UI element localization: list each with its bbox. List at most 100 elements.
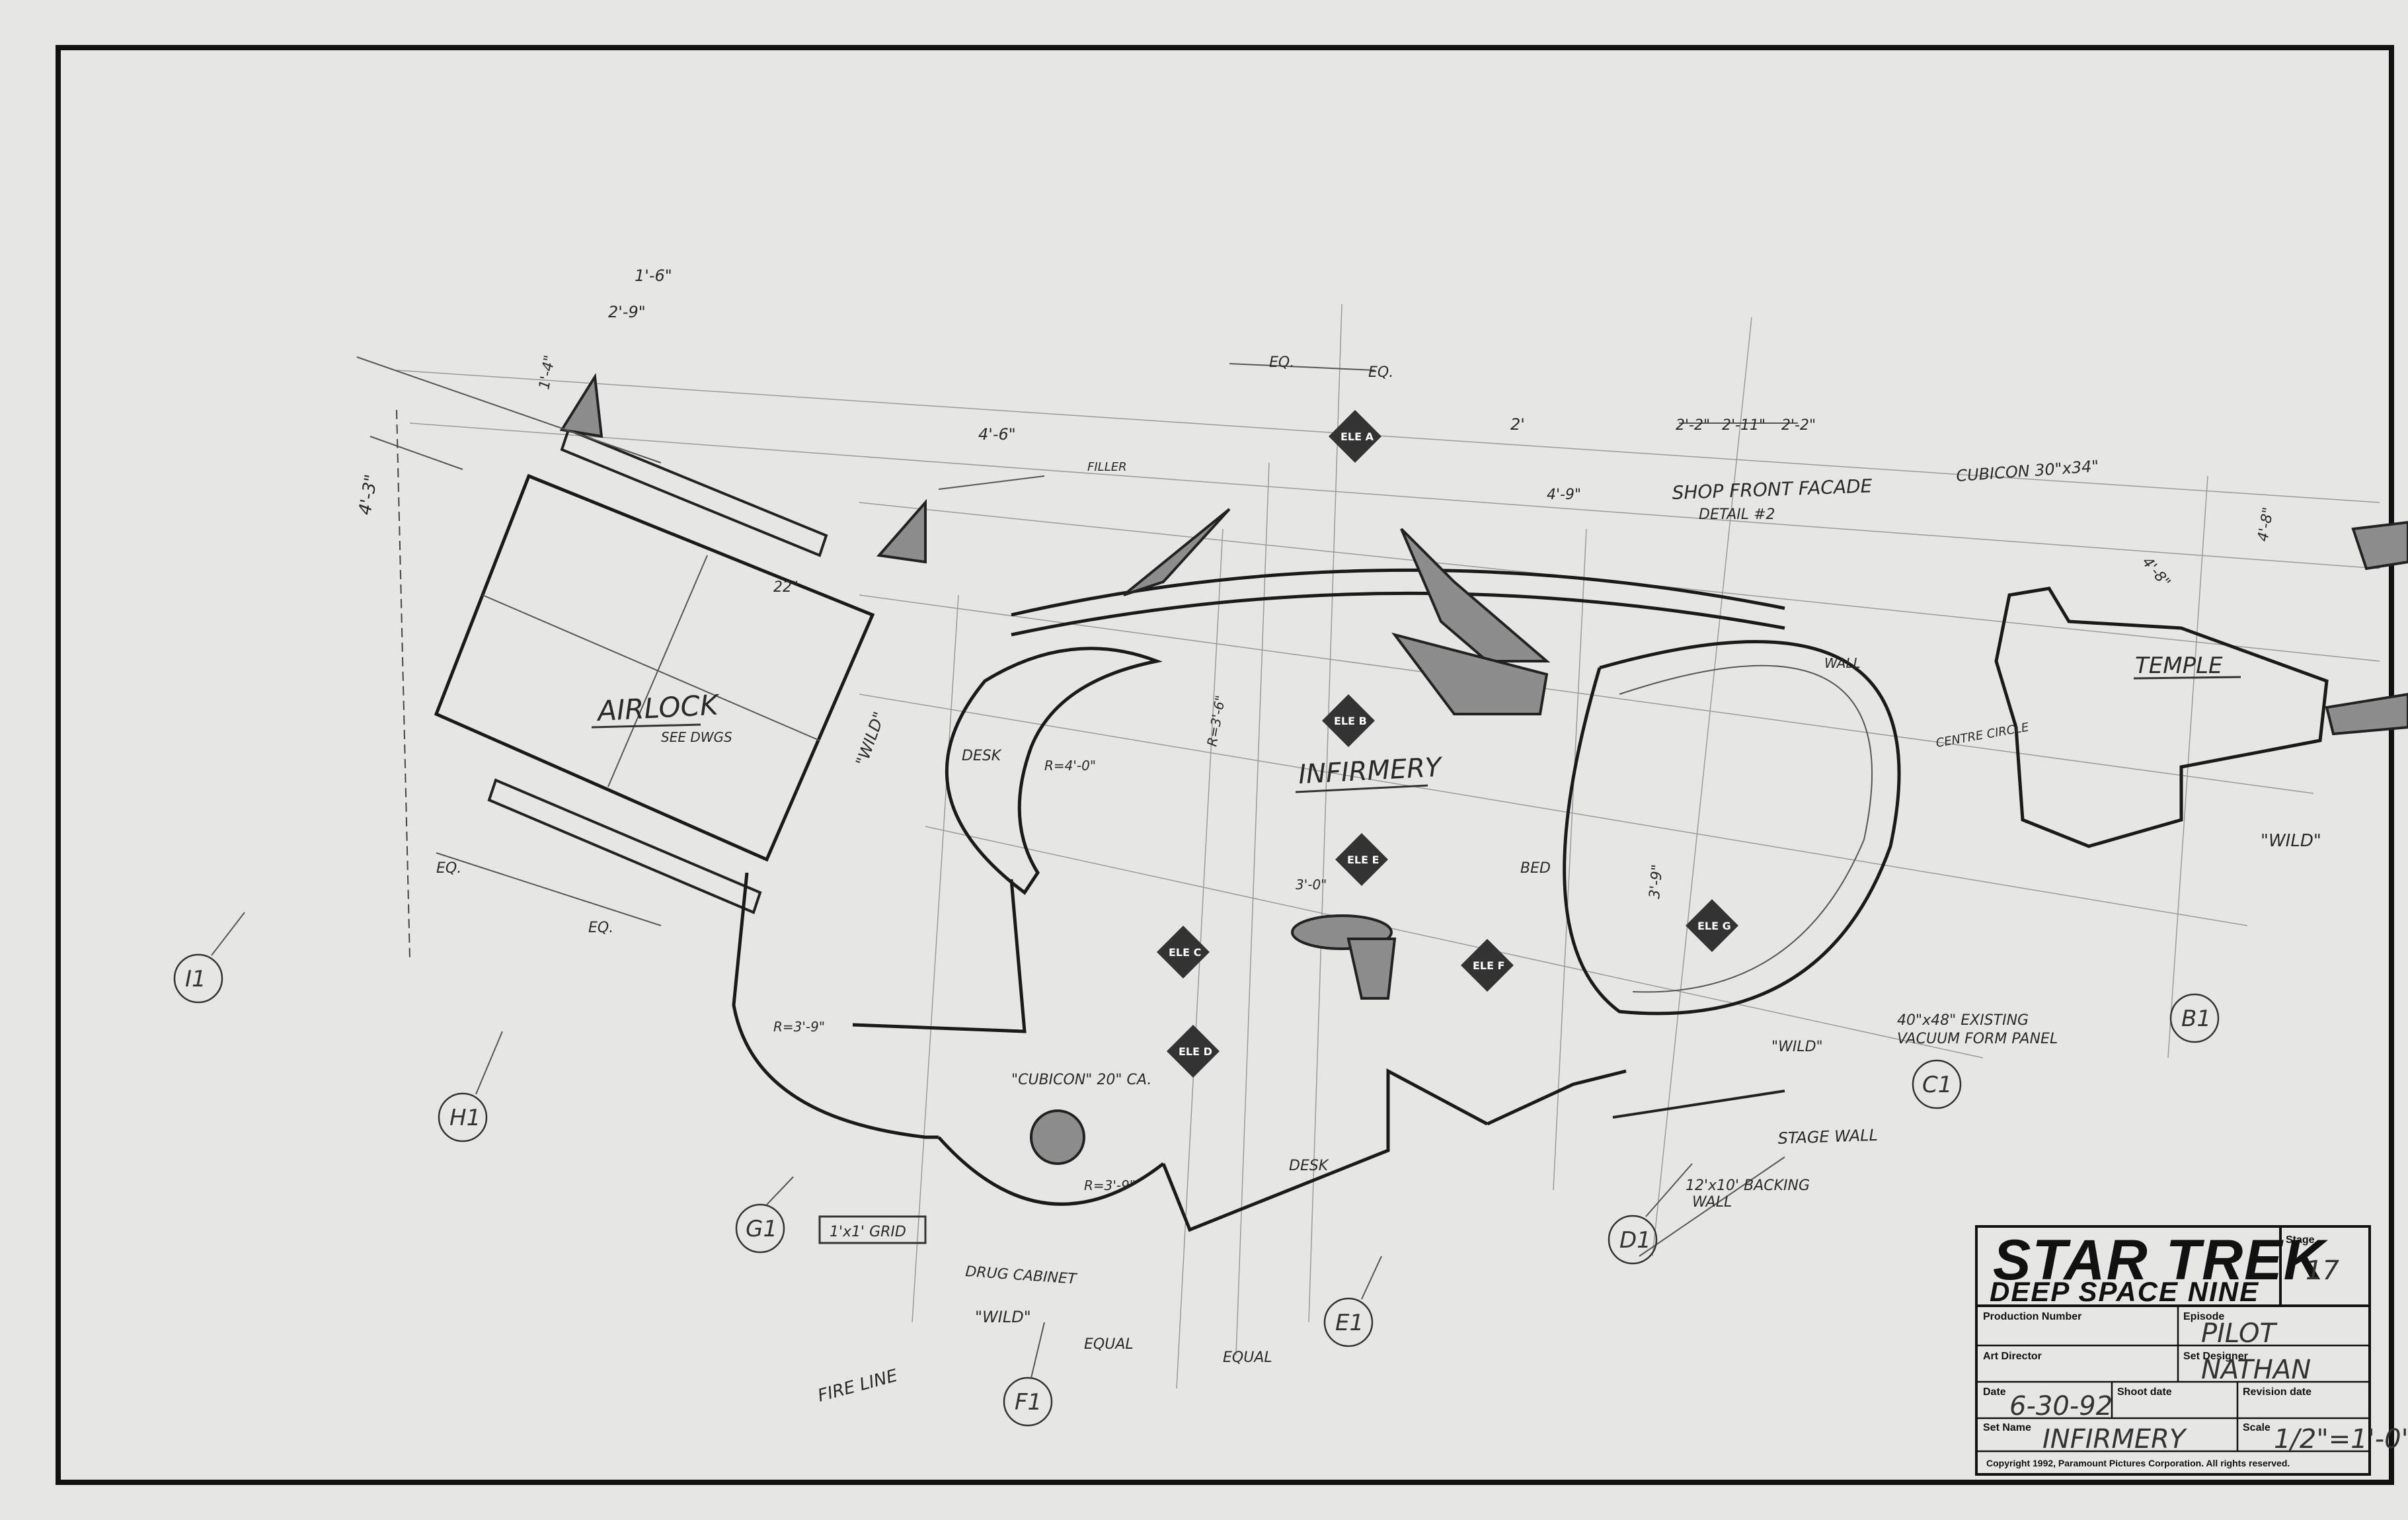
note-backing: 12'x10' BACKING xyxy=(1686,1178,1810,1194)
dim-7: 2'-2" xyxy=(1676,417,1710,434)
logo-star-trek: STAR TREK xyxy=(1993,1228,2329,1292)
grid-marker-d1: D1 xyxy=(1619,1227,1651,1254)
corridor-wall-top xyxy=(1011,568,1785,617)
note-desk-2: DESK xyxy=(1289,1158,1329,1174)
wall-wedge-5 xyxy=(1391,632,1549,715)
sheet-border xyxy=(56,45,2394,1485)
dim-14: R=3'-9" xyxy=(773,1019,825,1035)
note-stage-wall: STAGE WALL xyxy=(1777,1126,1878,1148)
bed-pedestal xyxy=(1346,938,1397,1000)
title-block xyxy=(1975,1225,2371,1476)
infirmery-wall-bottom xyxy=(1161,1068,1489,1232)
corridor-wall-top-inner xyxy=(1011,591,1785,637)
wall-wedge-4 xyxy=(1400,528,1551,662)
stage-label: Stage xyxy=(2286,1234,2315,1246)
episode-label: Episode xyxy=(2183,1311,2224,1322)
note-backing-wall: WALL xyxy=(1692,1194,1732,1211)
note-vacuum-2: VACUUM FORM PANEL xyxy=(1897,1031,2058,1047)
infirmery-wall-inner xyxy=(852,879,1027,1033)
note-wild-4: "WILD" xyxy=(2261,831,2321,851)
infirmery-wall-left xyxy=(732,872,939,1139)
oval-room-inner xyxy=(1619,664,1873,993)
temple-outline xyxy=(1994,586,2329,848)
infirmery-underline xyxy=(1295,784,1428,793)
infirmery-wall-bottom-right xyxy=(1486,1069,1627,1126)
set-name-value: INFIRMERY xyxy=(2042,1424,2188,1455)
note-grid: 1'x1' GRID xyxy=(830,1224,906,1240)
infirmery-alcove xyxy=(937,1136,1165,1206)
room-label-airlock: AIRLOCK xyxy=(595,688,721,727)
revision-date-label: Revision date xyxy=(2243,1386,2311,1398)
room-label-temple: TEMPLE xyxy=(2135,653,2223,679)
dimension-lines xyxy=(356,356,1798,959)
dim-13: R=4'-0" xyxy=(1044,758,1096,774)
note-equal-1: EQUAL xyxy=(1084,1336,1134,1353)
airlock-underline xyxy=(591,723,701,729)
grid-marker-f1: F1 xyxy=(1015,1389,1042,1416)
elevation-f: ELE F xyxy=(1473,959,1505,972)
dim-19: 22" xyxy=(773,579,798,596)
note-eq-1: EQ. xyxy=(1269,354,1294,371)
grid-marker-g1: G1 xyxy=(746,1216,777,1242)
episode-value: PILOT xyxy=(2201,1318,2278,1349)
note-cubicon-center: "CUBICON" 20" CA. xyxy=(1011,1072,1151,1088)
elevation-c: ELE C xyxy=(1169,946,1201,959)
dim-8: 2'-11" xyxy=(1722,417,1766,434)
note-equal-2: EQUAL xyxy=(1223,1349,1272,1366)
production-number-label: Production Number xyxy=(1983,1311,2081,1322)
cubicon-circle xyxy=(1030,1109,1085,1165)
note-vacuum-1: 40"x48" EXISTING xyxy=(1897,1012,2029,1029)
note-eq-3: EQ. xyxy=(436,860,461,877)
set-designer-value: NATHAN xyxy=(2201,1355,2311,1385)
date-label: Date xyxy=(1983,1386,2006,1398)
elevation-g: ELE G xyxy=(1697,920,1731,932)
grid-marker-c1: C1 xyxy=(1922,1072,1952,1098)
wall-wedge-1 xyxy=(559,373,603,438)
stage-wall-line xyxy=(1612,1090,1785,1119)
dim-17: 3'-0" xyxy=(1296,877,1327,893)
desk-crescent xyxy=(945,647,1163,895)
note-wild-3: "WILD" xyxy=(1771,1039,1823,1055)
set-name-label: Set Name xyxy=(1983,1422,2031,1433)
grid-markers xyxy=(173,912,2220,1427)
grid-marker-e1: E1 xyxy=(1335,1310,1364,1336)
dim-10: 4'-9" xyxy=(1547,487,1581,503)
dim-15: R=3'-9" xyxy=(1084,1178,1136,1193)
room-label-infirmery: INFIRMERY xyxy=(1298,752,1444,790)
note-desk-1: DESK xyxy=(962,748,1002,764)
wall-wedge-6 xyxy=(2351,520,2408,571)
note-wall: WALL xyxy=(1824,655,1861,671)
wall-wedge-3 xyxy=(1122,508,1231,596)
elevation-a: ELE A xyxy=(1340,430,1374,443)
elevation-markers: ELE A ELE B ELE C ELE D ELE E ELE F ELE … xyxy=(1157,410,1738,1078)
note-shop-front-detail: DETAIL #2 xyxy=(1699,506,1775,523)
note-bed: BED xyxy=(1520,860,1551,877)
grid-marker-b1: B1 xyxy=(2181,1006,2211,1032)
scale-label: Scale xyxy=(2243,1422,2271,1433)
wall-wedge-7 xyxy=(2325,692,2408,736)
copyright-text: Copyright 1992, Paramount Pictures Corpo… xyxy=(1986,1458,2290,1468)
dim-1: 1'-6" xyxy=(635,266,672,285)
dim-5: 4'-6" xyxy=(978,425,1016,444)
temple-underline xyxy=(2133,676,2241,680)
grid-note-box xyxy=(818,1215,927,1244)
dim-18: 3'-9" xyxy=(1647,863,1666,899)
dim-6: 2' xyxy=(1510,415,1525,434)
grid-marker-h1: H1 xyxy=(449,1105,481,1131)
oval-room xyxy=(1563,640,1901,1016)
elevation-b: ELE B xyxy=(1334,715,1367,727)
grid-marker-i1: I1 xyxy=(185,966,206,992)
logo-deep-space-nine: DEEP SPACE NINE xyxy=(1990,1276,2259,1307)
note-eq-2: EQ. xyxy=(1368,364,1393,381)
dim-9: 2'-2" xyxy=(1781,417,1816,434)
note-wild-2: "WILD" xyxy=(975,1308,1031,1326)
stage-value: 17 xyxy=(2306,1256,2339,1286)
backing-leader xyxy=(1639,1156,1785,1257)
elevation-e: ELE E xyxy=(1347,854,1379,866)
art-director-label: Art Director xyxy=(1983,1351,2042,1362)
room-label-airlock-note: SEE DWGS xyxy=(661,729,732,745)
dim-2: 2'-9" xyxy=(608,303,646,321)
note-eq-4: EQ. xyxy=(588,920,613,936)
